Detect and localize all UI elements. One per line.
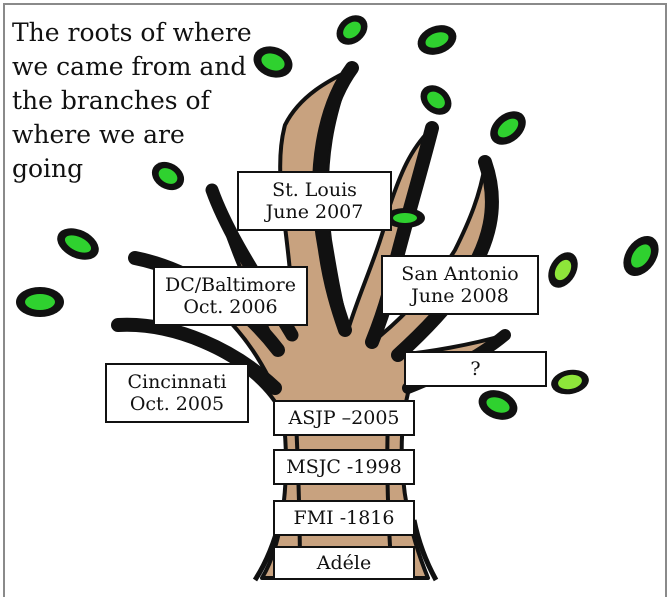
leaves: [16, 15, 659, 420]
leaf: [57, 228, 99, 260]
label-place: Cincinnati: [127, 371, 227, 393]
trunk-label-asjp[interactable]: ASJP –2005: [273, 400, 415, 436]
leaf: [490, 111, 526, 145]
label-date: June 2008: [411, 285, 509, 307]
title-line: the branches of: [12, 86, 210, 115]
label-text: MSJC -1998: [286, 456, 402, 478]
trunk-label-msjc[interactable]: MSJC -1998: [273, 449, 415, 485]
leaf: [385, 208, 425, 228]
leaf: [548, 252, 578, 288]
label-text: FMI -1816: [293, 507, 395, 529]
trunk-label-adele[interactable]: Adéle: [273, 546, 415, 580]
title-line: we came from and: [12, 52, 247, 81]
branch-label-dc-baltimore[interactable]: DC/Baltimore Oct. 2006: [153, 266, 308, 326]
leaf: [336, 15, 368, 45]
branch-stroke-left-low: [111, 317, 282, 395]
branch-label-unknown[interactable]: ?: [404, 351, 547, 387]
label-date: Oct. 2006: [183, 296, 278, 318]
root-right: [411, 519, 439, 582]
branch-label-st-louis[interactable]: St. Louis June 2007: [237, 171, 392, 231]
label-text: ASJP –2005: [288, 407, 400, 429]
picture-frame: [3, 3, 667, 597]
diagram-title: The roots of where we came from and the …: [12, 16, 252, 186]
branch-label-san-antonio[interactable]: San Antonio June 2008: [381, 255, 539, 315]
label-date: Oct. 2005: [129, 393, 225, 415]
title-line: where we are going: [12, 120, 185, 183]
label-place: St. Louis: [272, 179, 357, 201]
branch-stroke-center: [312, 61, 359, 337]
leaf: [253, 46, 293, 78]
title-line: The roots of where: [12, 18, 252, 47]
leaf: [417, 25, 457, 55]
branch-label-cincinnati[interactable]: Cincinnati Oct. 2005: [105, 363, 249, 423]
leaf: [151, 161, 185, 191]
label-place: DC/Baltimore: [164, 274, 297, 296]
leaf: [551, 369, 589, 395]
leaf: [623, 236, 659, 276]
trunk-label-fmi[interactable]: FMI -1816: [273, 500, 415, 536]
leaf: [420, 85, 452, 115]
label-text: Adéle: [316, 552, 372, 574]
label-place: ?: [470, 358, 481, 380]
leaf: [478, 390, 518, 420]
label-place: San Antonio: [401, 263, 519, 285]
label-date: June 2007: [265, 201, 364, 223]
leaf: [16, 287, 64, 317]
